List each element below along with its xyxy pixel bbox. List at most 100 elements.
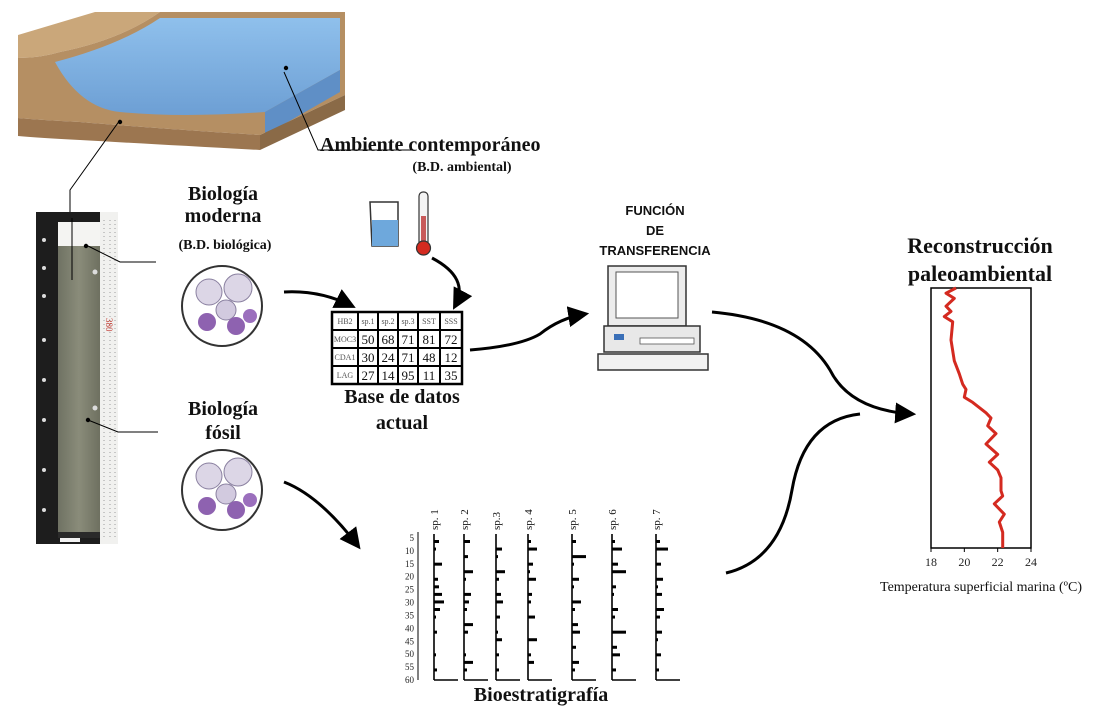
abundance-bar bbox=[496, 630, 498, 634]
table-cell: 50 bbox=[362, 332, 375, 347]
abundance-bar bbox=[528, 570, 530, 574]
table-cell: 11 bbox=[423, 368, 436, 383]
abundance-bar bbox=[612, 540, 615, 543]
funcion-line1: FUNCIÓN bbox=[625, 203, 685, 218]
depth-tick-label: 45 bbox=[405, 636, 415, 646]
abundance-bar bbox=[528, 660, 534, 664]
abundance-bar bbox=[656, 615, 660, 619]
depth-tick-label: 5 bbox=[410, 533, 415, 543]
funcion-line2: DE bbox=[645, 223, 665, 238]
abundance-bar bbox=[464, 653, 466, 657]
base-datos-line1: Base de datos bbox=[344, 386, 460, 408]
land-marker-dot bbox=[117, 119, 123, 125]
chart-frame bbox=[930, 287, 1032, 549]
depth-tick-label: 50 bbox=[405, 649, 415, 659]
abundance-bar bbox=[496, 668, 499, 672]
microfossil-fossil-illustration bbox=[181, 449, 263, 531]
x-axis-label: Temperatura superficial marina (ºC) bbox=[880, 580, 1082, 595]
species-label: sp. 7 bbox=[651, 509, 663, 530]
abundance-bar bbox=[464, 600, 469, 604]
microfossil-modern-illustration bbox=[181, 265, 263, 347]
abundance-bar bbox=[572, 608, 575, 611]
table-cell: 24 bbox=[382, 350, 396, 365]
abundance-bar bbox=[464, 555, 468, 559]
abundance-bar bbox=[612, 547, 622, 551]
table-cell: 71 bbox=[402, 332, 415, 347]
depth-tick-label: 20 bbox=[405, 572, 415, 582]
table-cell: 95 bbox=[402, 368, 415, 383]
depth-tick-label: 55 bbox=[405, 662, 415, 672]
abundance-bar bbox=[434, 592, 442, 596]
abundance-bar bbox=[656, 540, 660, 543]
species-label: sp. 1 bbox=[429, 509, 441, 530]
abundance-bar bbox=[656, 562, 661, 566]
abundance-bar bbox=[434, 600, 444, 604]
table-header-cell: HB2 bbox=[337, 317, 352, 326]
table-header-cell: SST bbox=[422, 317, 436, 326]
abundance-bar bbox=[572, 540, 576, 543]
abundance-bar bbox=[572, 555, 586, 559]
table-cell: 48 bbox=[423, 350, 436, 365]
table-header-cell: SSS bbox=[444, 317, 457, 326]
arrow-biostrat-to-reconstruction bbox=[725, 412, 861, 575]
abundance-bar bbox=[434, 608, 440, 611]
depth-tick-label: 30 bbox=[405, 598, 415, 608]
table-cell: 71 bbox=[402, 350, 415, 365]
abundance-bar bbox=[612, 608, 618, 611]
abundance-bar bbox=[434, 630, 437, 634]
biologia-moderna-line1: Biología bbox=[187, 183, 258, 205]
abundance-bar bbox=[572, 623, 578, 627]
abundance-bar bbox=[434, 562, 442, 566]
abundance-bar bbox=[656, 608, 664, 611]
abundance-bar bbox=[612, 645, 617, 649]
abundance-bar bbox=[656, 668, 659, 672]
abundance-bar bbox=[656, 585, 658, 589]
table-cell: 72 bbox=[445, 332, 458, 347]
table-cell: 35 bbox=[445, 368, 458, 383]
abundance-bar bbox=[572, 630, 580, 634]
arrow-computer-to-reconstruction bbox=[711, 310, 917, 424]
abundance-bar bbox=[612, 630, 626, 634]
core-depth-label: 380 bbox=[104, 318, 114, 332]
abundance-bar bbox=[572, 600, 581, 604]
abundance-bar bbox=[464, 570, 473, 574]
table-header-cell: sp.2 bbox=[381, 317, 394, 326]
abundance-bar bbox=[464, 577, 466, 581]
abundance-bar bbox=[464, 668, 467, 672]
leader-lines bbox=[69, 71, 412, 433]
arrow-table-to-computer bbox=[469, 306, 590, 352]
table-cell: 81 bbox=[423, 332, 436, 347]
abundance-bar bbox=[612, 668, 616, 672]
depth-tick-label: 35 bbox=[405, 610, 415, 620]
species-label: sp. 4 bbox=[523, 509, 535, 530]
table-cell: 14 bbox=[382, 368, 396, 383]
abundance-bar bbox=[528, 577, 536, 581]
depth-tick-label: 60 bbox=[405, 675, 415, 685]
abundance-bar bbox=[434, 540, 439, 543]
table-cell: CDA1 bbox=[335, 353, 356, 362]
abundance-bar bbox=[496, 555, 498, 559]
flow-arrows bbox=[283, 256, 917, 575]
abundance-bar bbox=[496, 638, 502, 642]
abundance-bar bbox=[496, 615, 500, 619]
reconstruccion-line1: Reconstrucción bbox=[907, 233, 1053, 258]
table-cell: LAG bbox=[337, 371, 354, 380]
abundance-bar bbox=[656, 577, 663, 581]
abundance-bar bbox=[434, 668, 437, 672]
environment-block-illustration bbox=[18, 12, 345, 150]
biologia-fosil-line1: Biología bbox=[187, 398, 258, 420]
depth-tick-label: 25 bbox=[405, 585, 415, 595]
core-bottom-marker-dot bbox=[85, 417, 91, 423]
ambiente-subtitle: (B.D. ambiental) bbox=[412, 160, 512, 175]
base-datos-line2: actual bbox=[375, 412, 429, 434]
abundance-bar bbox=[612, 653, 620, 657]
abundance-bar bbox=[496, 653, 499, 657]
beaker-icon bbox=[369, 201, 399, 247]
funcion-line3: TRANSFERENCIA bbox=[599, 243, 711, 258]
abundance-bar bbox=[656, 630, 662, 634]
abundance-bar bbox=[528, 592, 532, 596]
